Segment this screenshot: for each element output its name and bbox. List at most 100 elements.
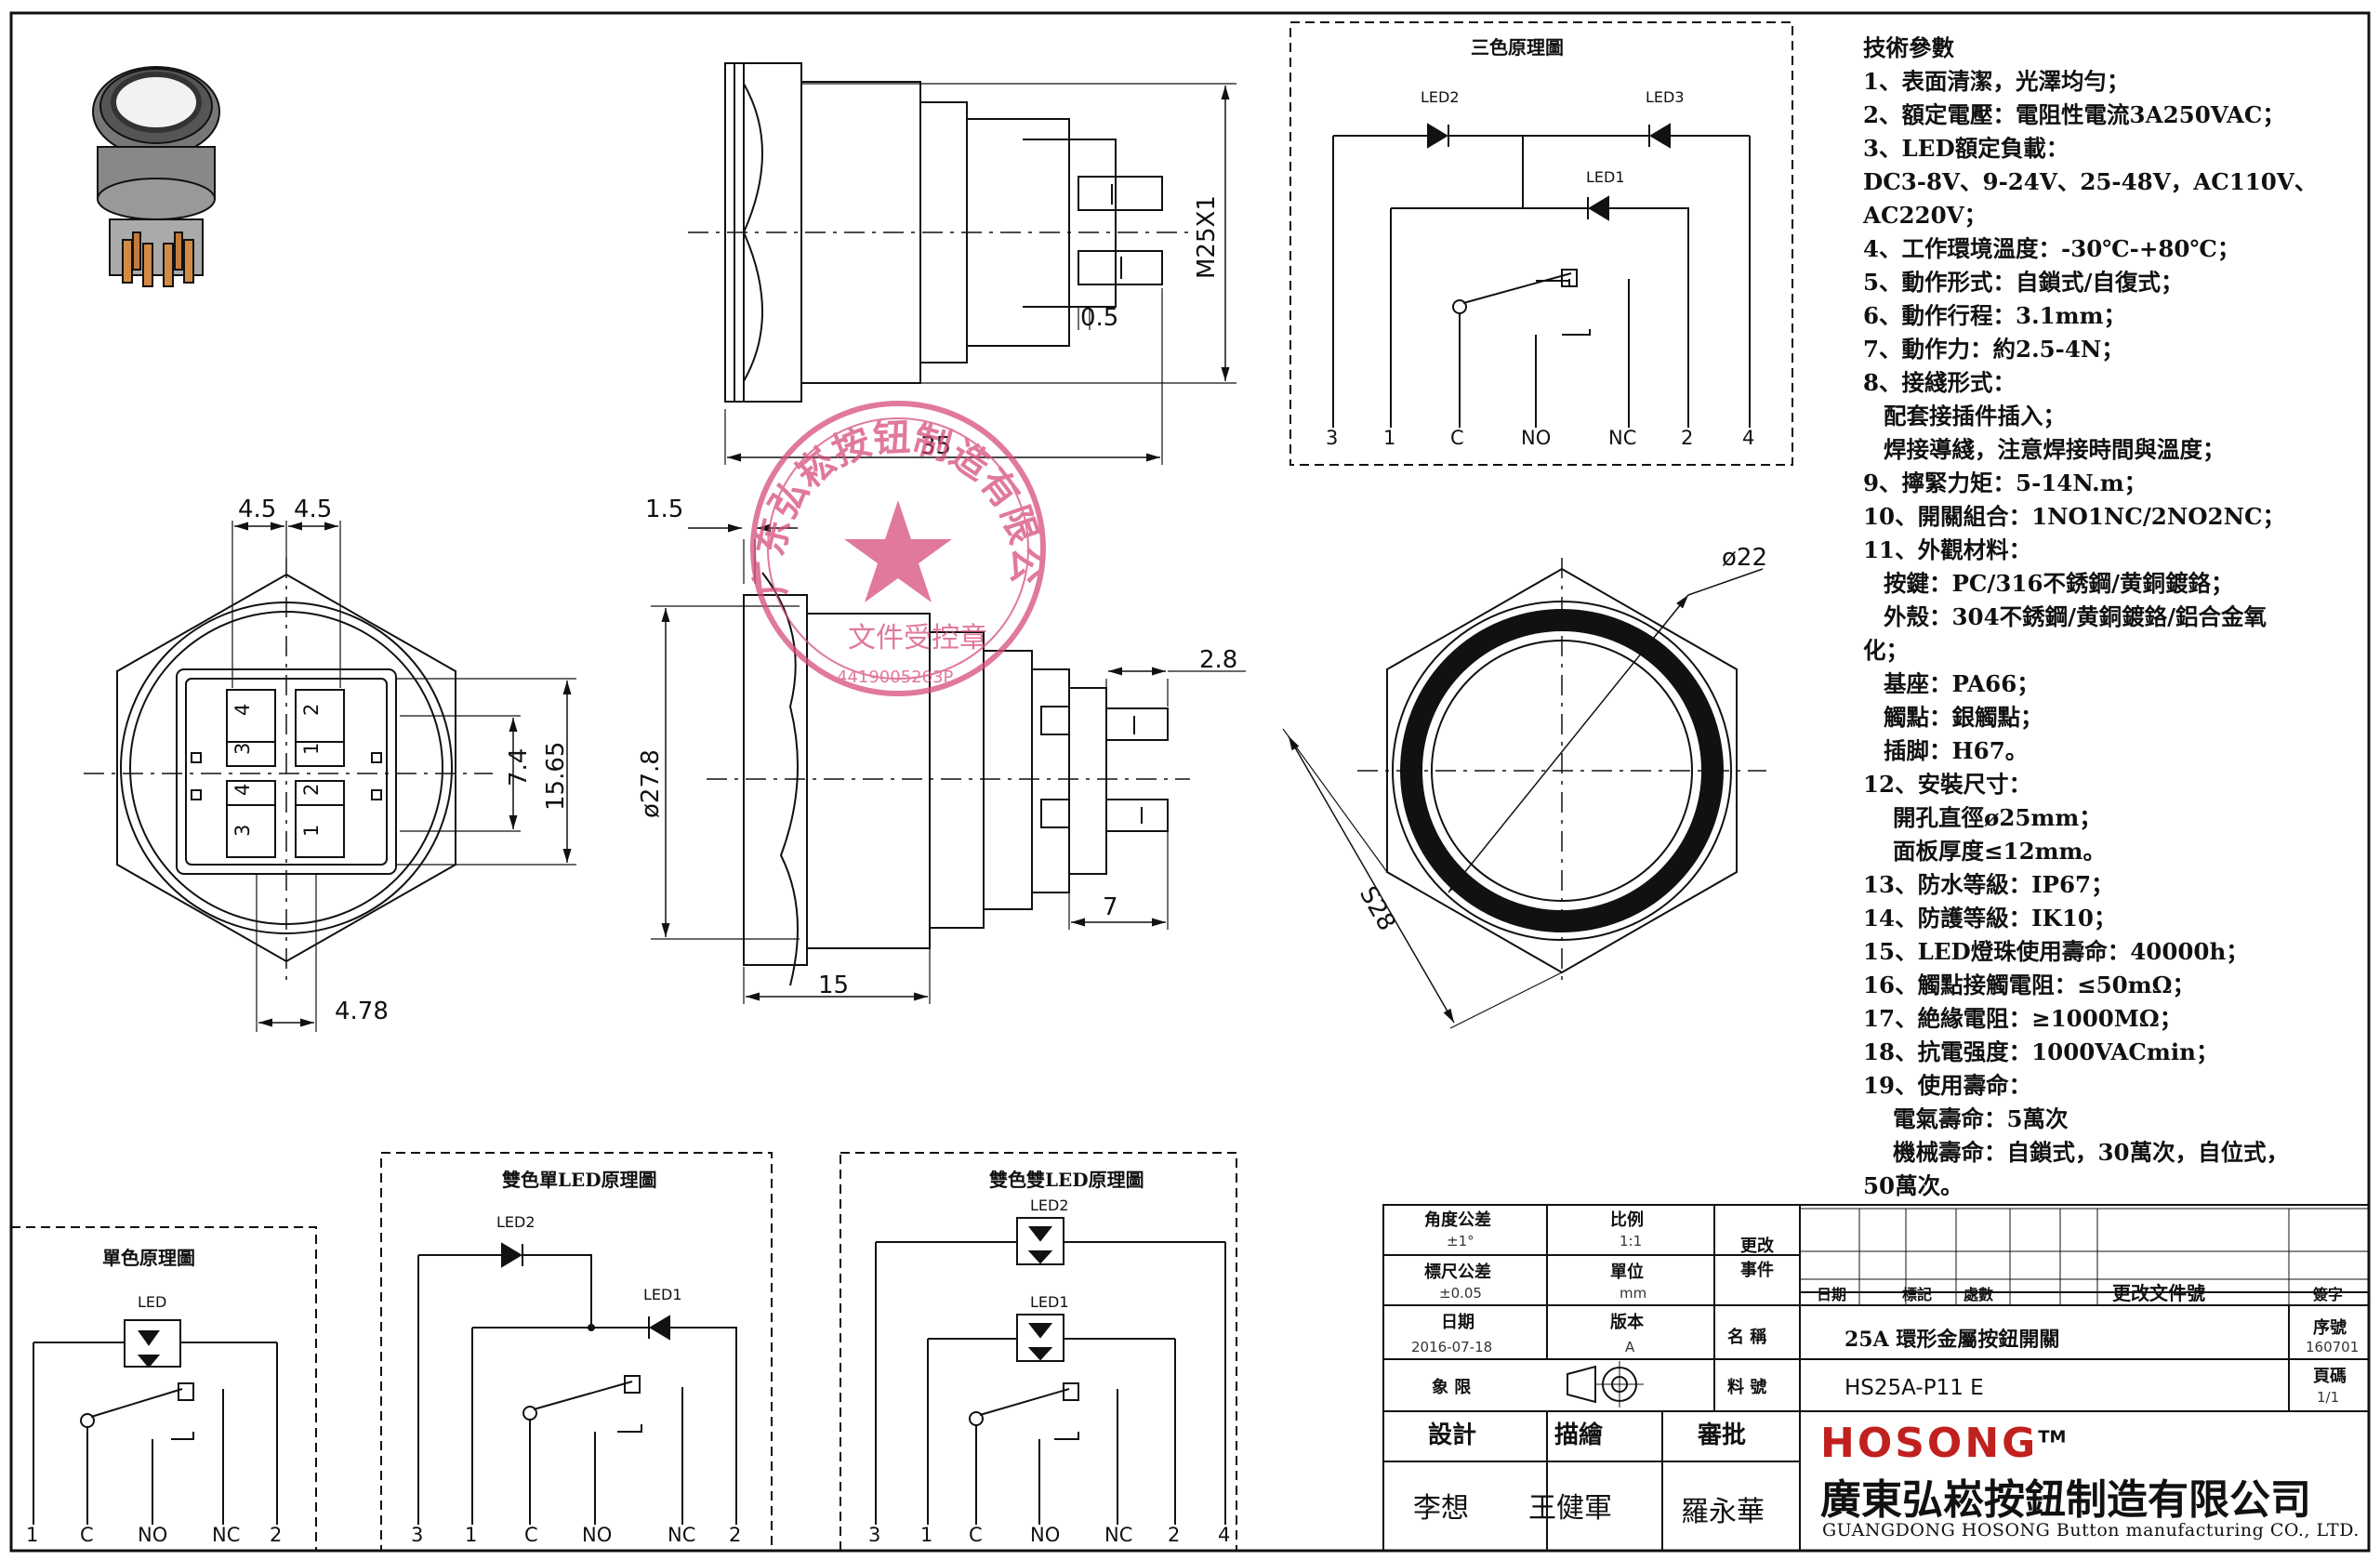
- svg-text:NO: NO: [582, 1524, 612, 1546]
- single-title: 單色原理圖: [102, 1247, 195, 1269]
- svg-text:A: A: [1625, 1339, 1635, 1355]
- dim-4-5-right: 4.5: [294, 496, 332, 523]
- dual-dual-title: 雙色雙LED原理圖: [989, 1169, 1144, 1191]
- svg-text:版本: 版本: [1610, 1312, 1644, 1332]
- svg-text:C: C: [80, 1524, 94, 1546]
- svg-text:4: 4: [231, 784, 254, 796]
- spec-line: 11、外觀材料：: [1863, 536, 2032, 563]
- dual-single-led2: LED2: [496, 1213, 536, 1231]
- svg-text:更改文件號: 更改文件號: [2112, 1282, 2205, 1304]
- svg-text:審批: 審批: [1697, 1421, 1746, 1449]
- svg-text:1: 1: [300, 743, 323, 755]
- svg-text:±0.05: ±0.05: [1439, 1285, 1482, 1302]
- svg-text:標記: 標記: [1902, 1286, 1932, 1303]
- svg-text:1: 1: [300, 825, 323, 837]
- spec-line: DC3-8V、9-24V、25-48V，AC110V、: [1863, 168, 2318, 195]
- spec-line: 6、動作行程：3.1mm；: [1863, 302, 2127, 329]
- dim-27-8: ø27.8: [637, 749, 665, 818]
- svg-text:描繪: 描繪: [1554, 1421, 1604, 1449]
- spec-line: 9、擰緊力矩：5-14N.m；: [1863, 469, 2148, 496]
- svg-text:事件: 事件: [1740, 1260, 1774, 1280]
- svg-text:2: 2: [1168, 1524, 1180, 1546]
- spec-line: 電氣壽命：5萬次: [1893, 1105, 2069, 1132]
- spec-line: 焊接導綫，注意焊接時間與溫度；: [1884, 436, 2226, 463]
- svg-text:3: 3: [1326, 427, 1338, 449]
- spec-line: 17、絶緣電阻：≥1000MΩ；: [1863, 1005, 2183, 1032]
- spec-line: AC220V；: [1863, 202, 1988, 229]
- svg-text:4: 4: [1218, 1524, 1230, 1546]
- tricolor-schematic: 三色原理圖 LED2 LED3 LED1 3 1 C NO NC 2 4: [1289, 21, 1793, 466]
- spec-line: 化；: [1863, 637, 1909, 664]
- svg-text:頁碼: 頁碼: [2313, 1367, 2347, 1386]
- svg-text:2: 2: [270, 1524, 282, 1546]
- svg-text:王健軍: 王健軍: [1528, 1492, 1612, 1525]
- spec-line: 18、抗電强度：1000VACmin；: [1863, 1038, 2219, 1065]
- dim-d22: ø22: [1722, 544, 1767, 572]
- svg-text:李想: 李想: [1413, 1492, 1469, 1525]
- spec-line: 12、安裝尺寸：: [1863, 771, 2032, 798]
- svg-text:料 號: 料 號: [1727, 1377, 1766, 1397]
- svg-text:3: 3: [868, 1524, 880, 1546]
- svg-text:1: 1: [920, 1524, 932, 1546]
- spec-line: 10、開關組合：1NO1NC/2NO2NC；: [1863, 503, 2285, 530]
- dim-2-8: 2.8: [1199, 646, 1237, 674]
- svg-text:NC: NC: [212, 1524, 240, 1546]
- svg-text:C: C: [1450, 427, 1464, 449]
- spec-line: 插脚：H67。: [1884, 737, 2029, 764]
- dual-dual-led1: LED1: [1030, 1293, 1069, 1311]
- dual-single-led1: LED1: [643, 1286, 682, 1303]
- spec-line: 50萬次。: [1863, 1172, 1964, 1199]
- svg-text:HS25A-P11 E: HS25A-P11 E: [1844, 1376, 1984, 1400]
- spec-line: 配套接插件插入；: [1884, 403, 2066, 430]
- spec-line: 4、工作環境溫度：-30℃-+80℃；: [1863, 235, 2241, 262]
- dim-7-4: 7.4: [505, 748, 533, 787]
- spec-line: 19、使用壽命：: [1863, 1072, 2032, 1099]
- svg-text:4: 4: [231, 704, 254, 716]
- svg-text:C: C: [524, 1524, 538, 1546]
- svg-text:C: C: [969, 1524, 983, 1546]
- svg-text:2: 2: [300, 704, 323, 716]
- svg-text:2: 2: [1681, 427, 1693, 449]
- spec-line: 16、觸點接觸電阻：≤50mΩ；: [1863, 972, 2195, 998]
- dim-4-5-left: 4.5: [238, 496, 276, 523]
- single-led: LED: [138, 1293, 166, 1311]
- tricolor-led1: LED1: [1586, 168, 1625, 186]
- svg-text:名 稱: 名 稱: [1727, 1327, 1766, 1347]
- dim-15-65: 15.65: [542, 742, 570, 811]
- spec-line: 面板厚度≤12mm。: [1893, 838, 2106, 865]
- svg-text:NC: NC: [1104, 1524, 1132, 1546]
- svg-text:NC: NC: [1608, 427, 1636, 449]
- dual-dual-led2: LED2: [1030, 1196, 1069, 1214]
- spec-line: 15、LED燈珠使用壽命：40000h；: [1863, 938, 2249, 965]
- tricolor-title: 三色原理圖: [1471, 36, 1564, 59]
- title-block: [1382, 1204, 2370, 1552]
- svg-text:3: 3: [231, 825, 254, 837]
- dim-0-5: 0.5: [1080, 304, 1118, 332]
- dim-15: 15: [818, 972, 849, 999]
- quadrant-symbol: [1567, 1361, 1644, 1408]
- company-name-cn: 廣東弘崧按鈕制造有限公司: [1820, 1476, 2311, 1524]
- svg-text:1: 1: [465, 1524, 477, 1546]
- svg-text:NO: NO: [1030, 1524, 1060, 1546]
- dim-7: 7: [1103, 893, 1118, 921]
- dual-single-title: 雙色單LED原理圖: [502, 1169, 657, 1191]
- svg-text:160701: 160701: [2306, 1339, 2359, 1355]
- svg-text:25A 環形金屬按鈕開關: 25A 環形金屬按鈕開關: [1844, 1328, 2059, 1352]
- svg-text:簽字: 簽字: [2312, 1286, 2343, 1303]
- spec-line: 5、動作形式：自鎖式/自復式；: [1863, 269, 2184, 296]
- svg-text:單位: 單位: [1610, 1262, 1644, 1282]
- dual-single-led-schematic: 雙色單LED原理圖 LED2 LED1 3 1 C NO NC 2: [380, 1152, 773, 1552]
- svg-text:處數: 處數: [1964, 1286, 1993, 1303]
- dual-dual-led-schematic: 雙色雙LED原理圖 LED2 LED1 3 1 C NO NC 2 4: [840, 1152, 1237, 1552]
- terminal-labels: 4 2 3 1 4 2 3 1: [231, 704, 323, 837]
- svg-text:日期: 日期: [1441, 1313, 1474, 1332]
- svg-text:文件受控章: 文件受控章: [848, 622, 987, 654]
- technical-parameters: 技術參數 1、表面清潔，光澤均勻； 2、額定電壓：電阻性電流3A250VAC； …: [1863, 32, 2347, 1203]
- svg-text:1/1: 1/1: [2317, 1389, 2339, 1406]
- svg-text:角度公差: 角度公差: [1424, 1210, 1491, 1230]
- tricolor-led3: LED3: [1646, 88, 1685, 106]
- svg-text:羅永華: 羅永華: [1681, 1496, 1765, 1528]
- dim-4-78: 4.78: [335, 998, 389, 1025]
- side-view-bottom: [651, 523, 1246, 1004]
